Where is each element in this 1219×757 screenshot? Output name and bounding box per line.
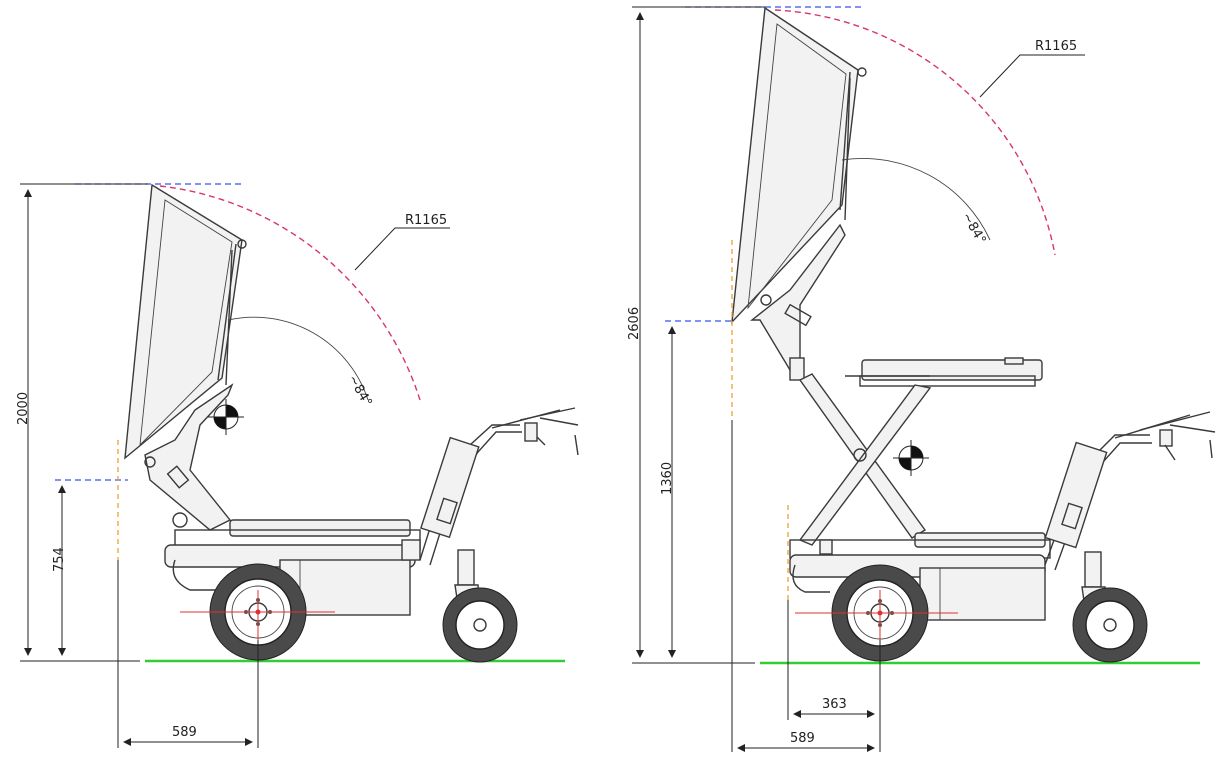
right-radius-arc: [774, 9, 1056, 256]
right-drive-wheel: [795, 564, 958, 662]
left-view: R1165 ~84° 2000 754 589: [16, 183, 579, 748]
left-total-height-label: 2000: [16, 392, 31, 425]
left-tipping-arm: [144, 383, 234, 531]
left-offset-label: 589: [172, 725, 197, 740]
right-scissor-lift: [798, 373, 932, 546]
right-angle-arc: [841, 158, 991, 241]
left-radius-leader: [354, 227, 450, 271]
right-inner-offset-label: 363: [822, 697, 847, 712]
right-outer-offset-label: 589: [790, 731, 815, 746]
right-total-height-label: 2606: [627, 307, 642, 340]
left-handle-assembly: [419, 407, 579, 566]
left-drive-wheel: [180, 563, 335, 661]
right-center-of-gravity-icon: [893, 440, 929, 476]
right-caster-wheel: [1072, 551, 1148, 663]
left-skip-bucket: [124, 183, 247, 460]
right-view: R1165 ~84° 2606 1360 363 589: [627, 6, 1216, 752]
right-radius-leader: [979, 54, 1085, 98]
left-angle-label: ~84°: [345, 373, 375, 410]
left-radius-label: R1165: [405, 213, 447, 228]
left-angle-arc: [227, 316, 369, 401]
right-radius-label: R1165: [1035, 39, 1077, 54]
right-lip-height-label: 1360: [660, 462, 675, 495]
right-lifting-arm: [749, 223, 846, 381]
left-center-of-gravity-icon: [208, 399, 244, 435]
right-chassis: [789, 532, 1051, 621]
right-skip-bucket: [731, 6, 867, 324]
left-caster-wheel: [442, 549, 518, 663]
right-platform: [859, 357, 1043, 387]
right-handle-assembly: [1044, 411, 1216, 571]
left-lip-height-label: 754: [52, 547, 67, 572]
